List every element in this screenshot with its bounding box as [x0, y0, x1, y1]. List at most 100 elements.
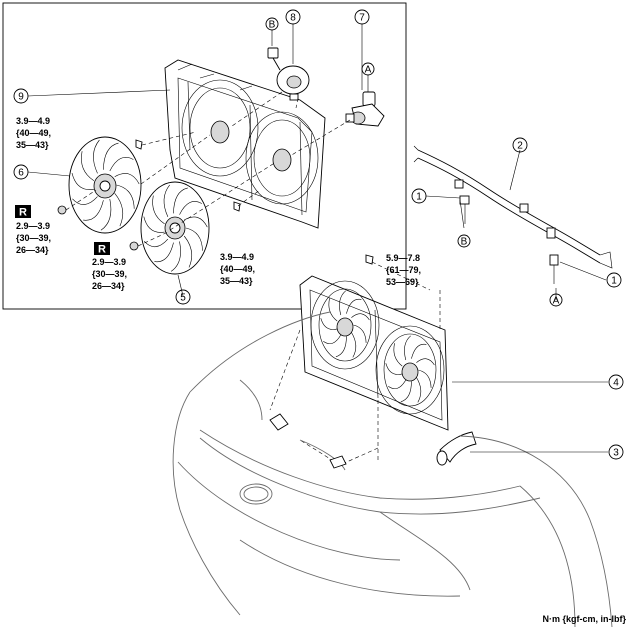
svg-text:3: 3	[613, 448, 619, 459]
svg-text:R: R	[98, 244, 106, 256]
bolt-lower	[233, 201, 241, 212]
fan-blade-vane	[143, 216, 165, 233]
replace-mark-1: R	[15, 205, 31, 219]
nut-fan-6	[57, 205, 67, 215]
fan-blade-vane	[416, 358, 435, 366]
fan-blade-vane	[152, 195, 165, 225]
callout-7: 7	[354, 9, 370, 25]
svg-text:{30—39,: {30—39,	[92, 269, 127, 279]
svg-text:5.9—7.8: 5.9—7.8	[386, 253, 420, 263]
callout-5: 5	[175, 289, 191, 305]
svg-text:26—34}: 26—34}	[16, 245, 49, 255]
svg-text:{40—49,: {40—49,	[220, 264, 255, 274]
torque-spec-fan5-nut: 2.9—3.9 {30—39, 26—34}	[92, 257, 127, 291]
fan-blade-vane	[328, 298, 338, 322]
svg-text:35—43}: 35—43}	[16, 140, 49, 150]
svg-text:26—34}: 26—34}	[92, 281, 125, 291]
fan-blade-vane	[170, 241, 181, 272]
fan-blade-vane	[385, 363, 403, 375]
fan-blade-vane	[103, 142, 119, 170]
fan-blade-vane	[183, 235, 193, 268]
fan-blade-vane	[100, 198, 112, 231]
callout-2: 2	[512, 137, 528, 153]
svg-text:{40—49,: {40—49,	[16, 128, 51, 138]
fan-blade-vane	[346, 298, 362, 314]
torque-spec-bottom-bolt: 3.9—4.9 {40—49, 35—43}	[220, 252, 255, 286]
fan-blade-vane	[154, 242, 174, 263]
svg-text:6: 6	[18, 168, 24, 179]
ref-b-bottom: B	[457, 234, 471, 248]
torque-spec-assembly-bolt: 5.9—7.8 {61—79, 53—69}	[386, 253, 421, 287]
svg-text:9: 9	[18, 92, 24, 103]
leader-lines	[27, 24, 608, 453]
svg-text:1: 1	[611, 276, 617, 287]
svg-text:2.9—3.9: 2.9—3.9	[16, 221, 50, 231]
callout-3: 3	[608, 444, 624, 460]
fan-blade-vane	[109, 157, 134, 172]
svg-text:A: A	[365, 65, 372, 76]
svg-text:4: 4	[613, 378, 619, 389]
fan-motor-7	[345, 91, 385, 127]
svg-text:{30—39,: {30—39,	[16, 233, 51, 243]
callout-6: 6	[13, 164, 29, 180]
fan-motor-8	[267, 47, 310, 101]
fan-blade-vane	[179, 201, 202, 215]
fan-blade-5	[140, 181, 210, 275]
fan-blade-vane	[114, 193, 124, 227]
svg-text:2: 2	[517, 141, 523, 152]
fan-blade-vane	[173, 187, 188, 214]
callout-9: 9	[13, 88, 29, 104]
fan-blade-vane	[393, 343, 403, 367]
fan-blade-vane	[81, 151, 95, 181]
detail-panel-frame	[2, 2, 407, 310]
svg-text:35—43}: 35—43}	[220, 276, 253, 286]
vehicle-front-outline	[172, 311, 613, 627]
svg-text:1: 1	[416, 192, 422, 203]
bracket-left	[269, 413, 289, 431]
fan-blade-vane	[388, 379, 407, 390]
fan-blade-vane	[143, 238, 169, 248]
svg-text:R: R	[19, 207, 27, 219]
fan-blade-vane	[114, 173, 140, 185]
fan-shroud-detail	[164, 59, 326, 229]
fan-blade-vane	[335, 336, 347, 358]
fan-assembly-4	[299, 275, 449, 431]
torque-spec-upper-left: 3.9—4.9 {40—49, 35—43}	[16, 116, 51, 150]
wiring-harness-2	[413, 145, 613, 284]
fan-blade-vane	[353, 324, 367, 343]
fan-blade-6	[68, 136, 142, 234]
bracket-center	[329, 455, 347, 469]
svg-text:A: A	[553, 296, 560, 307]
fan-blade-vane	[116, 184, 135, 209]
fan-blade-vane	[351, 313, 370, 321]
fan-blade-vane	[184, 216, 208, 228]
callout-1-upper: 1	[411, 188, 427, 204]
svg-text:5: 5	[180, 293, 186, 304]
fan-blade-vane	[416, 377, 422, 403]
callout-8: 8	[285, 9, 301, 25]
fan-blade-vane	[400, 381, 412, 403]
fan-blade-vane	[339, 290, 346, 316]
torque-spec-fan6-nut: 2.9—3.9 {30—39, 26—34}	[16, 221, 51, 255]
svg-text:{61—79,: {61—79,	[386, 265, 421, 275]
fan-blade-vane	[163, 184, 170, 218]
fan-blade-vane	[93, 139, 100, 174]
fan-blade-vane	[72, 196, 98, 205]
fan-blade-vane	[185, 227, 203, 251]
svg-text:3.9—4.9: 3.9—4.9	[16, 116, 50, 126]
svg-text:B: B	[461, 237, 468, 248]
fan-blade-vane	[404, 335, 411, 361]
replace-mark-2: R	[94, 242, 110, 256]
ref-a-bottom: A	[549, 293, 563, 307]
svg-text:53—69}: 53—69}	[386, 277, 419, 287]
svg-text:2.9—3.9: 2.9—3.9	[92, 257, 126, 267]
bolt-assembly	[365, 254, 374, 265]
ref-b-top: B	[265, 17, 279, 31]
fan-blade-vane	[71, 173, 94, 190]
units-label: N·m {kgf-cm, in-lbf}	[542, 614, 626, 624]
svg-text:8: 8	[290, 13, 296, 24]
ref-a-top: A	[361, 62, 375, 76]
svg-text:7: 7	[359, 13, 365, 24]
bolt-upper	[135, 139, 143, 150]
